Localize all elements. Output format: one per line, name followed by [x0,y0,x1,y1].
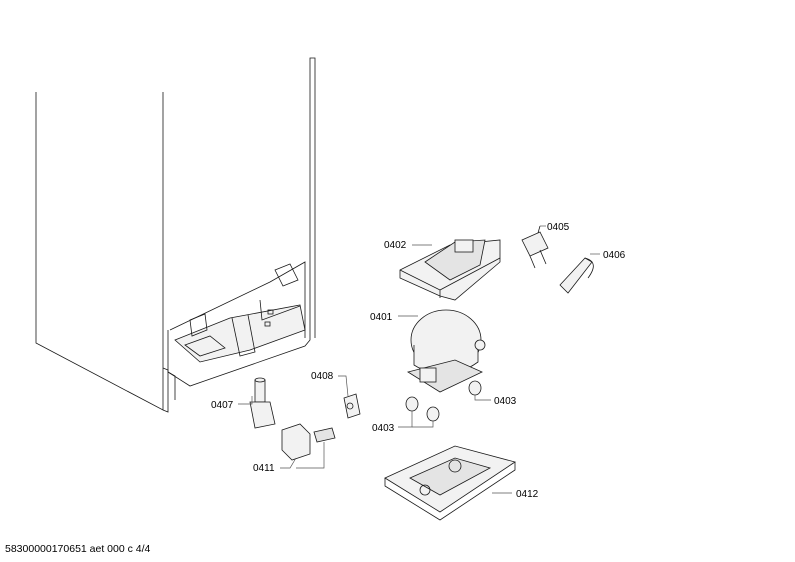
label-0403-right: 0403 [494,396,517,407]
label-0405: 0405 [547,222,570,233]
part-0401-compressor[interactable] [398,309,486,393]
part-0411-connector[interactable] [280,423,336,469]
label-0403-left: 0403 [372,423,395,434]
label-0408: 0408 [311,371,334,382]
part-0402-cover[interactable] [399,239,501,301]
part-0403-feet[interactable] [398,380,491,428]
part-0406-protector[interactable] [559,253,600,294]
label-0407: 0407 [211,400,234,411]
part-0412-baseplate[interactable] [384,445,516,521]
label-0412: 0412 [516,489,539,500]
part-0405-relay[interactable] [521,225,549,269]
part-0407-capacitor[interactable] [238,377,276,429]
label-0406: 0406 [603,250,626,261]
label-0402: 0402 [384,240,407,251]
document-footer: 58300000170651 aet 000 c 4/4 [5,543,151,555]
label-0411: 0411 [253,463,275,474]
part-0408-bracket[interactable] [338,375,361,419]
fridge-cabinet [35,57,316,413]
label-0401: 0401 [370,312,393,323]
